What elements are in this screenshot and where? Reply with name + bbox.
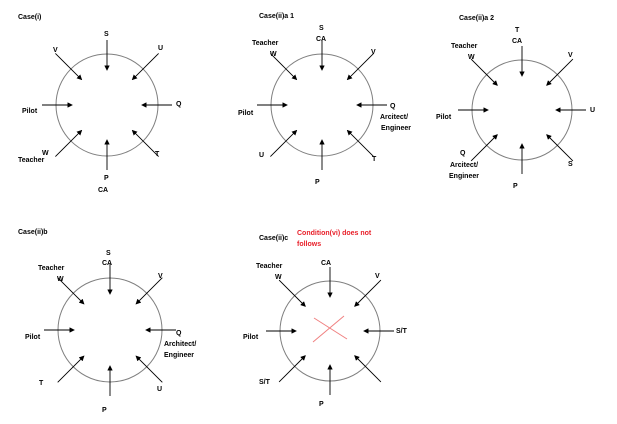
facing-arrow (57, 277, 85, 305)
case-ii-a1: Case(ii)a 1 S CA V Q Arcitect/ Engineer … (238, 13, 411, 186)
label-p: P (513, 183, 518, 190)
label-architect: Architect/ (164, 341, 196, 348)
condition-note-2: follows (297, 241, 321, 248)
label-engineer: Engineer (164, 352, 194, 359)
case-title: Case(ii)c (259, 235, 288, 242)
cross-mark (312, 315, 345, 343)
label-t: T (372, 156, 377, 163)
cross-mark (313, 317, 348, 340)
label-v: V (53, 47, 58, 54)
facing-arrow (470, 58, 498, 86)
label-p: P (319, 401, 324, 408)
facing-arrow (546, 134, 574, 162)
label-q: Q (176, 101, 182, 108)
label-architect: Arcitect/ (450, 162, 478, 169)
facing-arrow (346, 53, 374, 81)
label-st: S/T (396, 328, 408, 335)
label-t: T (39, 380, 44, 387)
label-w: W (275, 274, 282, 281)
label-q: Q (390, 103, 396, 110)
label-pilot: Pilot (243, 334, 259, 341)
facing-arrow (278, 279, 306, 307)
label-u: U (157, 386, 162, 393)
label-ca: CA (102, 260, 112, 267)
label-s: S (104, 31, 109, 38)
label-pilot: Pilot (238, 110, 254, 117)
case-ii-c: Case(ii)c Condition(vi) does not follows… (243, 230, 408, 408)
label-v: V (158, 273, 163, 280)
case-title: Case(ii)a 1 (259, 13, 294, 20)
label-teacher: Teacher (38, 265, 65, 272)
label-p: P (315, 179, 320, 186)
facing-arrow (346, 129, 374, 157)
label-architect: Arcitect/ (380, 114, 408, 121)
label-engineer: Engineer (449, 173, 479, 180)
label-w: W (57, 276, 64, 283)
label-st-2: S/T (259, 379, 271, 386)
label-ca: CA (512, 38, 522, 45)
facing-arrow (270, 129, 298, 157)
condition-note: Condition(vi) does not (297, 230, 372, 237)
label-p: P (104, 175, 109, 182)
facing-arrow (135, 277, 163, 305)
facing-arrow (354, 279, 382, 307)
label-w: W (42, 150, 49, 157)
label-w: W (270, 51, 277, 58)
label-pilot: Pilot (436, 114, 452, 121)
label-s: S (106, 250, 111, 257)
label-ca: CA (321, 260, 331, 267)
label-engineer: Engineer (381, 125, 411, 132)
case-title: Case(ii)b (18, 229, 48, 236)
label-s: S (319, 25, 324, 32)
case-title: Case(ii)a 2 (459, 15, 494, 22)
facing-arrow (546, 58, 574, 86)
facing-arrow (55, 129, 83, 157)
label-t: T (155, 151, 160, 158)
label-q: Q (460, 150, 466, 157)
label-t: T (515, 27, 520, 34)
facing-arrow (131, 129, 159, 157)
label-v: V (568, 52, 573, 59)
case-ii-b: Case(ii)b S CA V Q Architect/ Engineer U… (18, 229, 196, 414)
facing-arrow (470, 134, 498, 162)
facing-arrow (354, 355, 382, 383)
label-teacher: Teacher (252, 40, 279, 47)
label-pilot: Pilot (25, 334, 41, 341)
facing-arrow (57, 355, 85, 383)
label-u: U (590, 107, 595, 114)
facing-arrow (55, 53, 83, 81)
label-v: V (375, 273, 380, 280)
facing-arrow (270, 53, 298, 81)
label-teacher: Teacher (256, 263, 283, 270)
label-q: Q (176, 330, 182, 337)
label-ca: CA (98, 187, 108, 194)
label-pilot: Pilot (22, 108, 38, 115)
case-title: Case(i) (18, 14, 41, 21)
label-u: U (158, 45, 163, 52)
facing-arrow (135, 355, 163, 383)
label-p: P (102, 407, 107, 414)
label-w: W (468, 54, 475, 61)
label-teacher: Teacher (451, 43, 478, 50)
label-v: V (371, 49, 376, 56)
label-ca: CA (316, 36, 326, 43)
label-teacher: Teacher (18, 157, 45, 164)
case-ii-a2: Case(ii)a 2 T CA V U S P Q Arcitect/ Eng… (436, 15, 595, 190)
label-u: U (259, 152, 264, 159)
facing-arrow (278, 355, 306, 383)
label-s: S (568, 161, 573, 168)
facing-arrow (131, 53, 159, 81)
case-i: Case(i) S U Q T P CA W Teacher Pilot V (18, 14, 182, 194)
